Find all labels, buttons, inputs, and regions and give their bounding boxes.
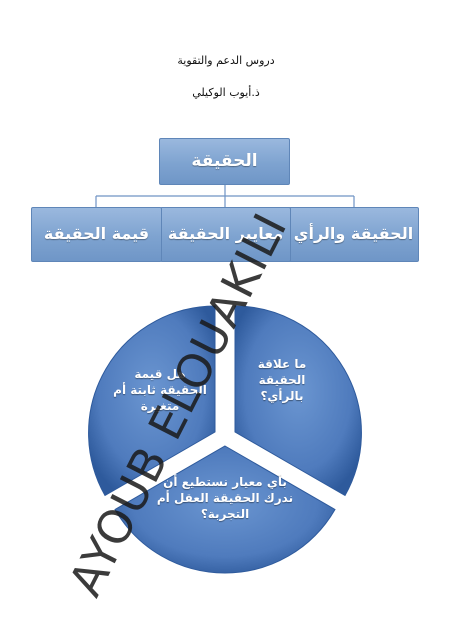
child-node-truth-value: قيمة الحقيقة <box>31 207 162 262</box>
child-node-truth-and-opinion: الحقيقة والرأي <box>288 207 419 262</box>
segment-label-value: هل قيمة الحقيقة ثابتة أم متغيرة <box>113 367 207 414</box>
segment-label-opinion: ما علاقة الحقيقة بالرأي؟ <box>257 357 307 404</box>
segment-criteria <box>114 445 336 574</box>
author-name: ذ.أيوب الوكيلي <box>192 86 260 99</box>
lesson-title: دروس الدعم والتقوية <box>177 54 275 67</box>
root-node-truth: الحقيقة <box>159 138 290 185</box>
segment-label-criteria: بأي معيار نستطيع أن ندرك الحقيقة العقل أ… <box>156 475 294 522</box>
segment-value <box>88 305 216 497</box>
segment-opinion <box>234 305 362 497</box>
